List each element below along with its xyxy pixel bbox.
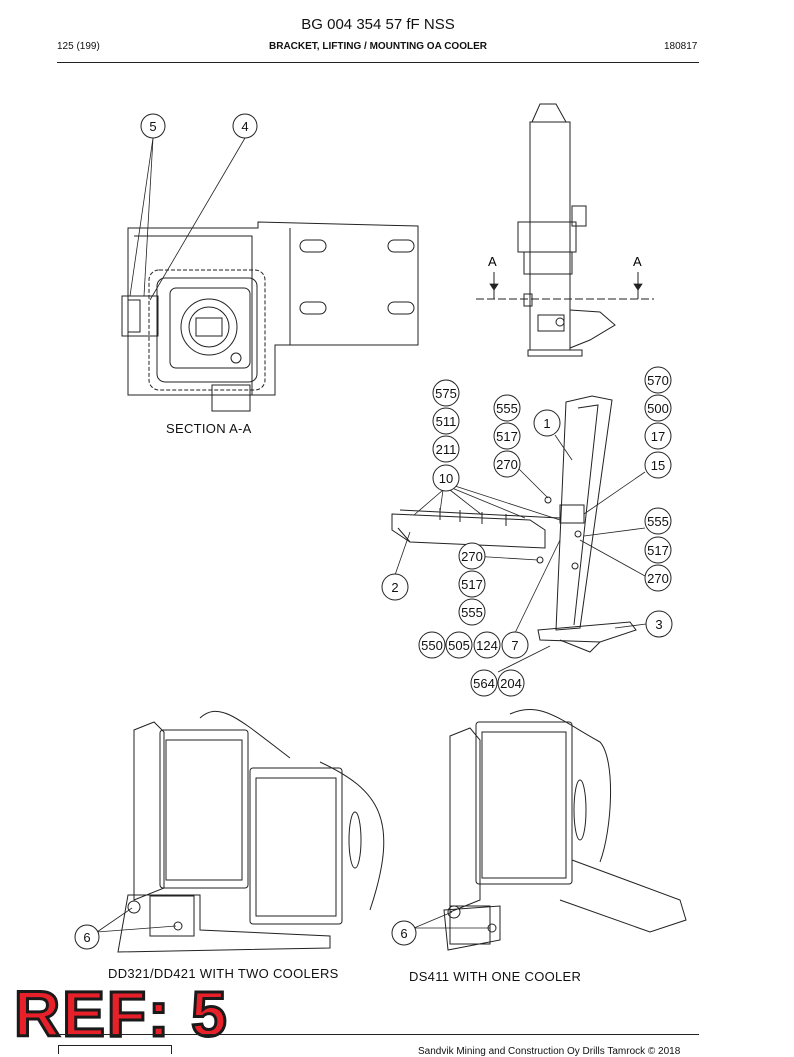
section-caption: SECTION A-A — [166, 421, 252, 436]
callout-555-a: 555 — [493, 394, 521, 422]
revision-date: 180817 — [664, 41, 698, 52]
callout-label: 270 — [647, 571, 669, 586]
callout-label: 270 — [461, 549, 483, 564]
callout-211: 211 — [432, 435, 460, 463]
exploded-assembly — [391, 395, 637, 653]
callout-6-two-coolers: 6 — [74, 924, 100, 950]
callout-511: 511 — [432, 407, 460, 435]
callout-label: 204 — [500, 676, 522, 691]
section-mark-left: A — [488, 254, 497, 269]
ref-stamp: REF: 5 — [13, 978, 229, 1050]
callout-550: 550 — [418, 631, 446, 659]
callout-label: 500 — [647, 401, 669, 416]
callout-label: 1 — [543, 416, 550, 431]
two-coolers-caption: DD321/DD421 WITH TWO COOLERS — [108, 966, 339, 981]
callout-label: 517 — [461, 577, 483, 592]
callout-label: 10 — [439, 471, 453, 486]
callout-10: 10 — [432, 464, 460, 492]
callout-label: 4 — [241, 119, 248, 134]
callout-label: 550 — [421, 638, 443, 653]
section-mark-right: A — [633, 254, 642, 269]
callout-4: 4 — [232, 113, 258, 139]
callout-517-c: 517 — [458, 570, 486, 598]
callout-label: 555 — [647, 514, 669, 529]
callout-label: 17 — [651, 429, 665, 444]
section-view — [121, 221, 419, 412]
callout-564: 564 — [470, 669, 498, 697]
callout-7: 7 — [501, 631, 529, 659]
callout-555-c: 555 — [458, 598, 486, 626]
callout-2: 2 — [381, 573, 409, 601]
callout-label: 564 — [473, 676, 495, 691]
footer-rule — [57, 1034, 699, 1035]
callouts: 5 4 575 511 211 10 555 517 270 1 570 500… — [74, 113, 673, 950]
callout-label: 211 — [436, 442, 457, 457]
callout-label: 575 — [435, 386, 457, 401]
callout-124: 124 — [473, 631, 501, 659]
callout-555-b: 555 — [644, 507, 672, 535]
callout-label: 15 — [651, 458, 665, 473]
callout-570: 570 — [644, 366, 672, 394]
callout-label: 505 — [448, 638, 470, 653]
callout-label: 555 — [461, 605, 483, 620]
header-rule — [57, 62, 699, 63]
callout-label: 555 — [496, 401, 518, 416]
callout-270-a: 270 — [493, 450, 521, 478]
callout-label: 7 — [511, 638, 518, 653]
page-number: 125 (199) — [57, 41, 100, 52]
callout-label: 517 — [647, 543, 669, 558]
callout-6-one-cooler: 6 — [391, 920, 417, 946]
copyright-text: Sandvik Mining and Construction Oy Drill… — [418, 1046, 681, 1057]
callout-17: 17 — [644, 422, 672, 450]
two-coolers-view — [117, 710, 385, 953]
company-logo — [58, 1045, 172, 1054]
callout-270-c: 270 — [458, 542, 486, 570]
callout-204: 204 — [497, 669, 525, 697]
callout-1: 1 — [533, 409, 561, 437]
callout-label: 570 — [647, 373, 669, 388]
callout-517-a: 517 — [493, 422, 521, 450]
callout-3: 3 — [645, 610, 673, 638]
callout-500: 500 — [644, 394, 672, 422]
callout-5: 5 — [140, 113, 166, 139]
side-view — [476, 103, 654, 357]
callout-label: 511 — [436, 414, 457, 429]
callout-label: 6 — [400, 926, 407, 941]
document-id: BG 004 354 57 fF NSS — [301, 16, 455, 33]
callout-517-b: 517 — [644, 536, 672, 564]
callout-270-b: 270 — [644, 564, 672, 592]
callout-label: 270 — [496, 457, 518, 472]
callout-575: 575 — [432, 379, 460, 407]
callout-label: 6 — [83, 930, 90, 945]
callout-label: 2 — [391, 580, 398, 595]
callout-label: 124 — [476, 638, 498, 653]
one-cooler-view — [443, 708, 687, 951]
leader-lines — [96, 137, 647, 933]
callout-15: 15 — [644, 451, 672, 479]
page-title: BRACKET, LIFTING / MOUNTING OA COOLER — [269, 41, 487, 52]
callout-label: 517 — [496, 429, 518, 444]
callout-505: 505 — [445, 631, 473, 659]
callout-label: 3 — [655, 617, 662, 632]
one-cooler-caption: DS411 WITH ONE COOLER — [409, 969, 582, 984]
callout-label: 5 — [149, 119, 156, 134]
